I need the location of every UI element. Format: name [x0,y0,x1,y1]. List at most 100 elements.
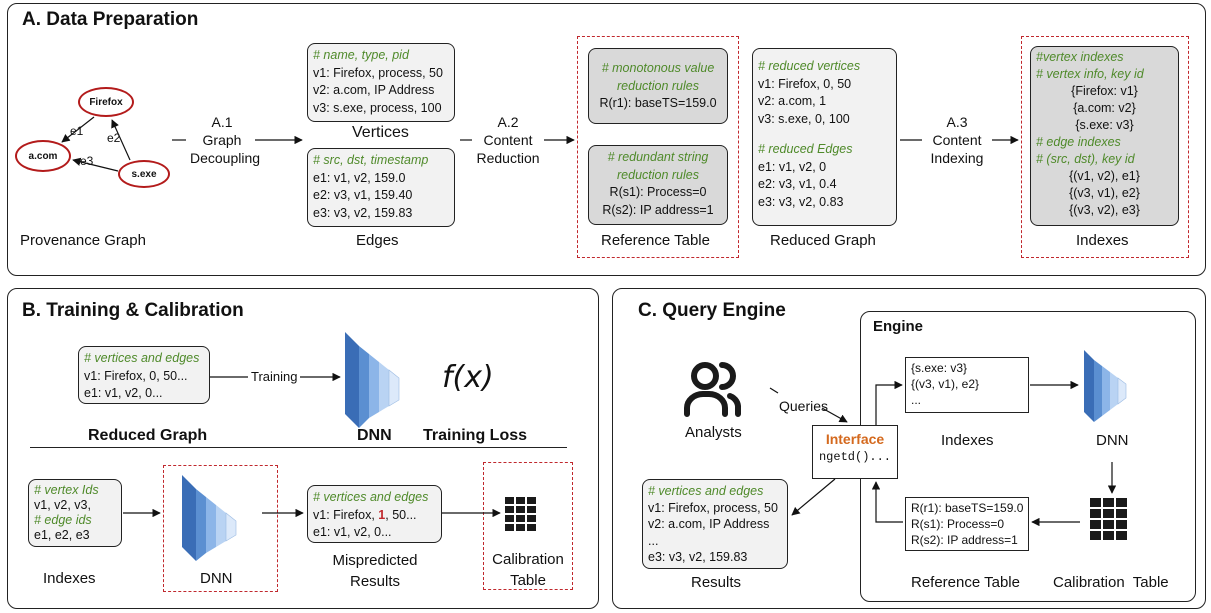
caption-b-calibration: Calibration Table [492,551,564,589]
results-row: v1: Firefox, process, 50 [648,500,778,515]
dnn-icon-top [345,332,400,428]
edge-row: e1: v1, v2, 159.0 [313,170,406,185]
reduced-row: v1: Firefox, 0, 50 [758,76,852,91]
mis-row-text: v1: Firefox, [313,507,379,522]
arrow-queries-b [821,407,848,423]
index-row: {(v3, v1), e2} [1069,186,1140,200]
loss-function-formula: f(x) [442,360,494,395]
rules-comment: reduction rules [617,167,699,182]
index-row: {(v1, v2), e1} [1069,169,1140,183]
caption-b-indexes: Indexes [43,570,96,587]
index-row: {a.com: v2} [1073,101,1136,115]
node-a-com: a.com [15,140,71,172]
c-index-row: {(v3, v1), e2} [911,377,980,391]
c-index-row: ... [911,393,922,407]
queries-label: Queries [779,398,829,414]
interface-box[interactable]: Interface ngetd()... [812,425,898,479]
panel-c-arrows [769,380,1117,527]
interface-title: Interface [825,431,885,447]
edge-e3 [72,157,119,172]
index-row: {Firefox: v1} [1071,84,1138,98]
training-row: e1: v1, v2, 0... [84,386,163,400]
training-arrow-label: Training [249,369,300,384]
node-firefox: Firefox [78,87,134,117]
dnn-icon-bottom [182,475,237,561]
panel-c-title: C. Query Engine [638,300,786,321]
edge-e2 [111,119,131,161]
panel-b-arrows [123,372,501,518]
interface-code: ngetd()... [818,450,891,464]
arrow-ref-interface [871,481,903,523]
panel-training-calibration [7,288,599,609]
monotonous-rules-box: # monotonous value reduction rules R(r1)… [588,48,728,124]
caption-mispredicted: Mispredicted Results [332,552,418,590]
reduced-row: v3: s.exe, 0, 100 [758,111,850,126]
vertex-row: v2: a.com, IP Address [313,83,435,97]
reference-table-highlight [577,36,739,258]
indexes-box: #vertex indexes # vertex info, key id {F… [1030,46,1179,226]
caption-indexes: Indexes [1076,232,1129,249]
vertices-box: # name, type, pid v1: Firefox, process, … [307,43,455,122]
caption-c-reference: Reference Table [911,574,1020,591]
dnn-highlight [163,465,278,592]
index-comment: # (src, dst), key id [1036,152,1135,166]
results-row: ... [648,533,659,548]
edge-label-e2: e2 [107,131,121,145]
b-index-comment: # vertex Ids [34,483,99,497]
rules-comment: reduction rules [617,78,699,93]
rule-row: R(s1): Process=0 [609,185,707,199]
reduced-row: e3: v3, v2, 0.83 [758,194,844,209]
reduced-graph-box: # reduced vertices v1: Firefox, 0, 50 v2… [752,48,897,226]
dnn-icon-engine [1084,350,1127,422]
caption-b-dnn-bottom: DNN [200,570,233,587]
analysts-icon [684,362,741,417]
vertex-row: v1: Firefox, process, 50 [313,65,443,80]
reduced-comment: # reduced vertices [758,59,861,73]
vertices-comment: # name, type, pid [313,48,409,62]
indexes-highlight [1021,36,1189,258]
mispredicted-value: 1 [378,507,386,522]
results-row: v2: a.com, IP Address [648,517,770,531]
caption-c-dnn: DNN [1096,432,1129,449]
panel-b-divider [30,447,567,448]
edge-row: e3: v3, v2, 159.83 [313,205,413,220]
mispredicted-box: # vertices and edges v1: Firefox, 1, 50.… [307,485,442,543]
results-row: e3: v3, v2, 159.83 [648,550,748,564]
mis-row: v1: Firefox, 1, 50... [313,507,436,525]
caption-vertices: Vertices [352,124,409,141]
index-comment: #vertex indexes [1036,50,1124,64]
caption-edges: Edges [356,232,399,249]
step-content-reduction: A.2 Content Reduction [476,114,540,166]
mis-row-text: , 50... [385,507,417,522]
edge-e1 [61,116,95,143]
rule-row: R(s2): IP address=1 [602,202,714,217]
c-ref-row: R(s2): IP address=1 [911,533,1018,547]
calibration-highlight [483,462,573,590]
table-icon-c [1090,498,1127,540]
edge-row: e2: v3, v1, 159.40 [313,188,413,202]
mis-comment: # vertices and edges [313,490,429,504]
redundant-rules-box: # redundant string reduction rules R(s1)… [588,145,728,225]
table-icon-b [505,497,536,531]
index-row: {(v3, v2), e3} [1069,203,1140,217]
caption-reduced-graph: Reduced Graph [770,232,876,249]
caption-c-calibration: Calibration Table [1053,574,1169,591]
results-comment: # vertices and edges [648,484,764,498]
vertex-row: v3: s.exe, process, 100 [313,100,442,115]
rules-comment: # redundant string [607,150,709,164]
caption-provenance-graph: Provenance Graph [20,232,146,249]
training-row: v1: Firefox, 0, 50... [84,368,188,383]
c-reference-box: R(r1): baseTS=159.0 R(s1): Process=0 R(s… [905,497,1029,551]
training-comment: # vertices and edges [84,351,200,365]
c-indexes-box: {s.exe: v3} {(v3, v1), e2} ... [905,357,1029,413]
b-indexes-box: # vertex Ids v1, v2, v3, # edge ids e1, … [28,479,122,547]
results-box: # vertices and edges v1: Firefox, proces… [642,479,788,569]
caption-results: Results [691,574,742,591]
c-index-row: {s.exe: v3} [911,361,968,375]
rule-row: R(r1): baseTS=159.0 [599,96,717,110]
step-content-indexing: A.3 Content Indexing [930,114,984,166]
b-index-comment: # edge ids [34,513,92,527]
c-ref-row: R(r1): baseTS=159.0 [911,501,1024,515]
caption-analysts: Analysts [685,424,742,441]
step-graph-decoupling: A.1 Graph Decoupling [190,114,261,166]
